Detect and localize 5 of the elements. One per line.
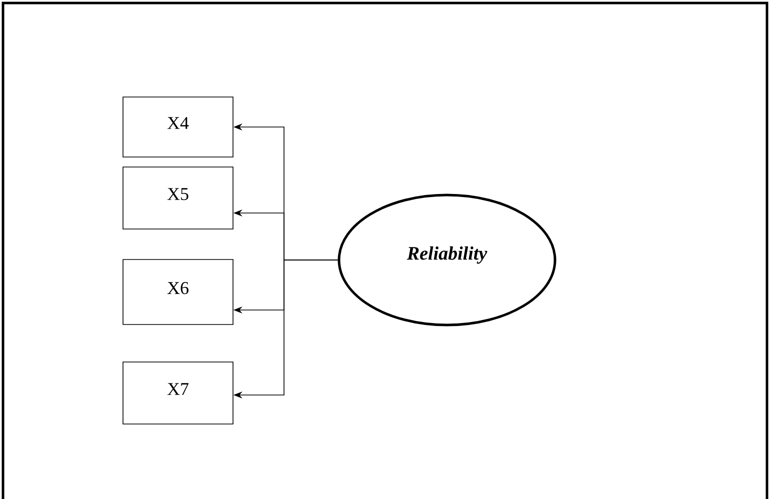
- variable-box: X6: [122, 259, 234, 325]
- variable-box: X5: [122, 166, 234, 230]
- ellipse-node: Reliability: [338, 194, 556, 326]
- variable-box: X7: [122, 362, 234, 424]
- variable-box: X4: [122, 96, 234, 158]
